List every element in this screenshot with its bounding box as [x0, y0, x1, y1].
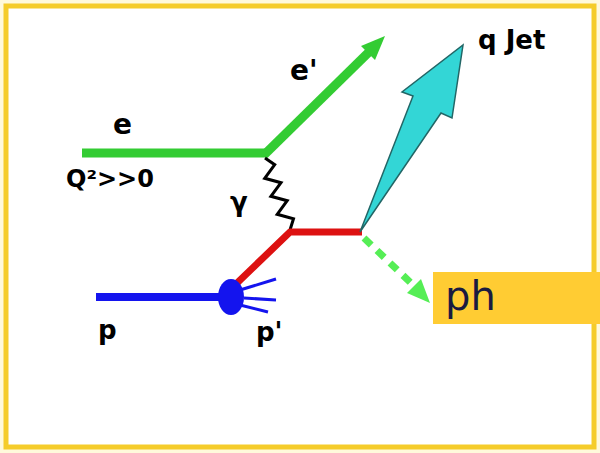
diagram-label: γ — [230, 188, 248, 217]
electron-line — [82, 149, 266, 158]
jet-cone — [360, 45, 463, 232]
scattered-electron-line — [264, 51, 370, 155]
dashed-arrow — [364, 238, 412, 284]
box-text: ph — [445, 274, 600, 318]
quark-line — [236, 232, 362, 284]
diagram-label: q Jet — [478, 26, 545, 55]
diagram-label: e' — [290, 56, 318, 87]
diagram-label: Q²>>0 — [66, 166, 154, 192]
remnant-line — [244, 298, 276, 300]
photon-line — [265, 158, 294, 230]
arrow-head — [361, 36, 385, 60]
diagram-label: e — [113, 110, 132, 141]
diagram-label: p' — [256, 318, 283, 347]
arrow-head — [407, 279, 430, 303]
remnant-line — [240, 279, 276, 290]
proton-blob — [218, 279, 244, 315]
remnant-line — [240, 305, 268, 312]
diagram-label: p — [98, 316, 117, 345]
proton-line — [96, 293, 222, 301]
highlight-box: ph — [433, 272, 600, 324]
frame — [6, 6, 594, 447]
